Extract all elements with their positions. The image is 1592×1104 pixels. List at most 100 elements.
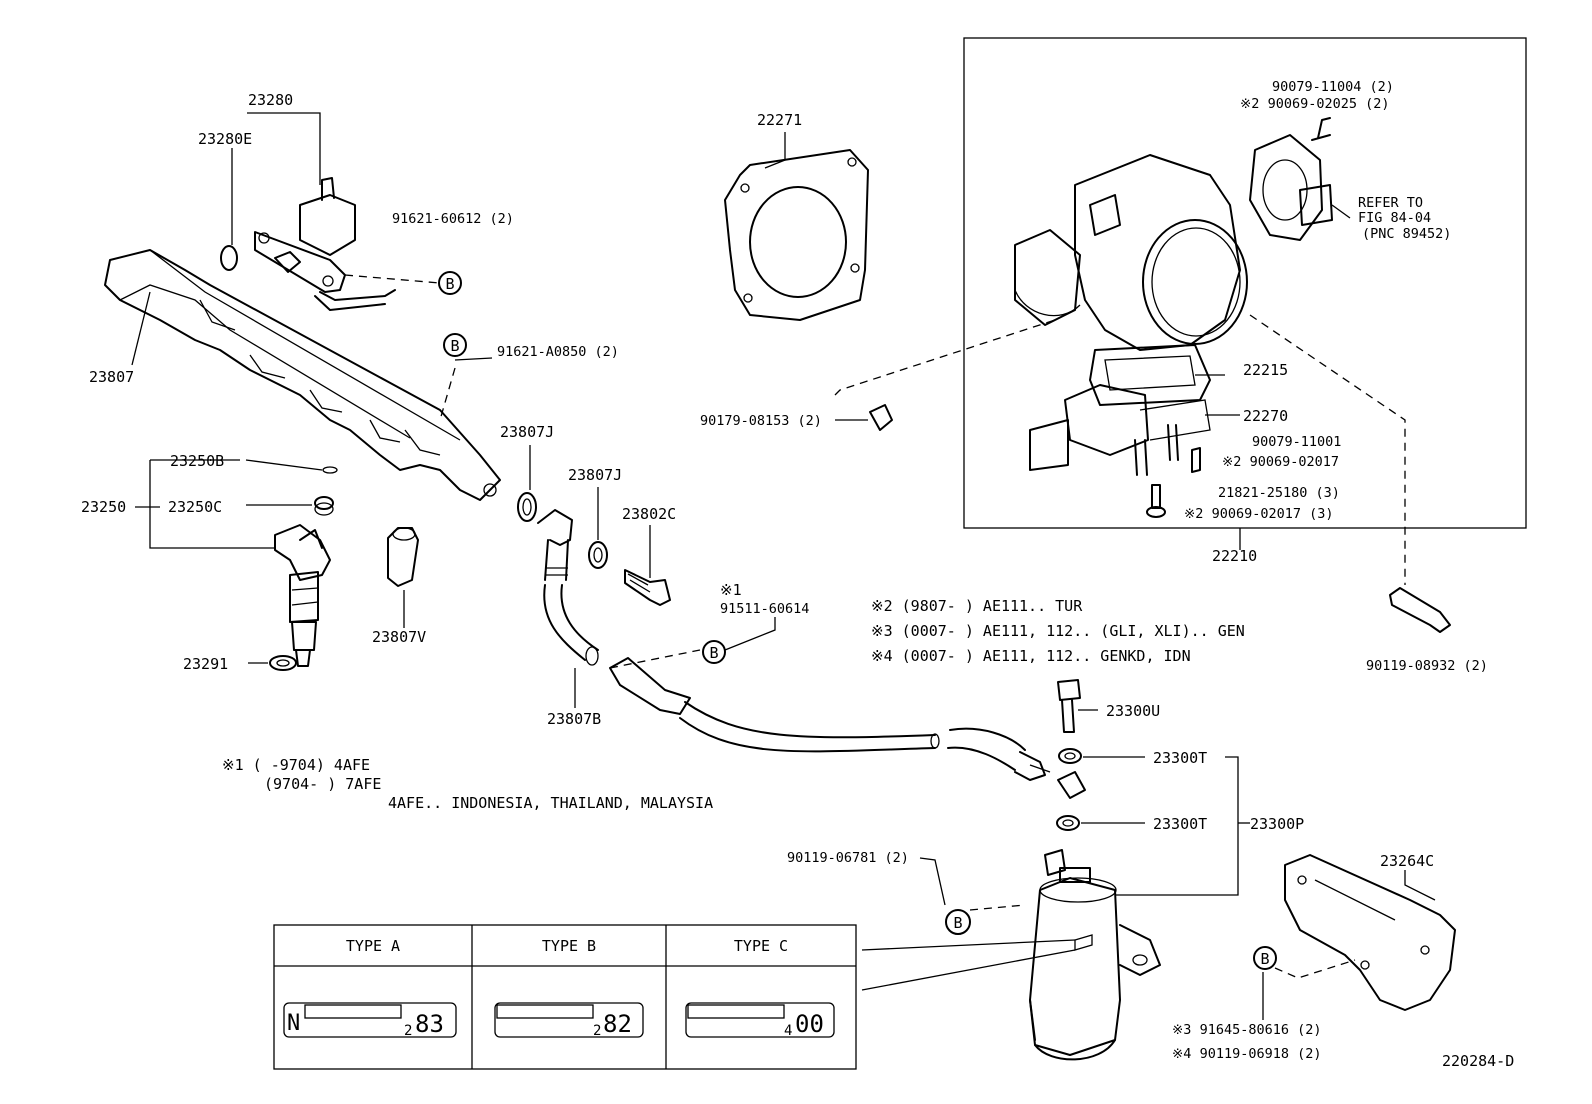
bolt-marker-text: B — [1260, 950, 1269, 968]
label-90119-06781: 90119-06781 (2) — [787, 850, 909, 866]
o-ring-23280E — [220, 245, 238, 271]
throttle-position-sensor — [1249, 134, 1333, 241]
label-23300P: 23300P — [1250, 815, 1304, 833]
label-23250B: 23250B — [170, 452, 224, 470]
fuel-filter-23300P — [1029, 849, 1161, 1061]
screw-90069-02025 — [1311, 117, 1331, 141]
label-23250: 23250 — [81, 498, 126, 516]
pressure-regulator — [254, 177, 396, 311]
type-b-badge: 2 82 — [494, 1002, 644, 1039]
gasket-22271 — [724, 149, 869, 321]
type-b-code: 82 — [603, 1010, 632, 1038]
label-22210: 22210 — [1212, 547, 1257, 565]
type-b-header: TYPE B — [542, 937, 596, 955]
label-91511-60614: 91511-60614 — [720, 601, 809, 617]
gasket-23807J-b — [588, 541, 608, 569]
label-90179-08153: 90179-08153 (2) — [700, 413, 822, 429]
throttle-body-box — [963, 37, 1527, 529]
type-c-code: 00 — [795, 1010, 824, 1038]
type-table: TYPE A TYPE B TYPE C N 2 83 2 82 4 00 — [273, 924, 857, 1070]
bolt-21821-25180 — [1146, 484, 1166, 518]
label-91621-A0850: 91621-A0850 (2) — [497, 344, 619, 360]
label-refer-line-3: (PNC 89452) — [1362, 226, 1451, 242]
banjo-fitting — [1057, 771, 1086, 799]
label-91621-60612: 91621-60612 (2) — [392, 211, 514, 227]
label-90079-11004: 90079-11004 (2) — [1272, 79, 1394, 95]
throttle-body — [1014, 154, 1248, 476]
bolt-marker-3: B — [702, 640, 726, 664]
type-a-badge: N 2 83 — [283, 1002, 457, 1039]
label-90119-06918: ※4 90119-06918 (2) — [1172, 1046, 1321, 1062]
label-22215: 22215 — [1243, 361, 1288, 379]
type-a-prefix: N — [287, 1011, 300, 1036]
injector-23250 — [274, 524, 331, 667]
gasket-23300T-b — [1056, 815, 1080, 831]
label-23264C: 23264C — [1380, 852, 1434, 870]
label-90069-02025: ※2 90069-02025 (2) — [1240, 96, 1389, 112]
bolt-marker-text: B — [450, 337, 459, 355]
label-90069-02017-a: ※2 90069-02017 — [1222, 454, 1339, 470]
type-c-badge: 4 00 — [685, 1002, 835, 1039]
note-1-line-2: (9704- ) 7AFE — [264, 775, 381, 793]
label-refer-line-1: REFER TO — [1358, 195, 1423, 211]
label-note-mark-1: ※1 — [720, 581, 742, 599]
bolt-marker-5: B — [1253, 946, 1277, 970]
cap-23250C — [314, 496, 334, 516]
applicability-notes: ※2 (9807- ) AE111.. TUR ※3 (0007- ) AE11… — [222, 597, 1245, 812]
bolt-marker-1: B — [438, 271, 462, 295]
spacer-23807V — [387, 527, 419, 587]
union-bolt-23802C — [624, 569, 671, 606]
label-23300T-a: 23300T — [1153, 749, 1207, 767]
bolt-90119-08932 — [1389, 587, 1451, 633]
seal-23250B — [322, 466, 338, 474]
bracket-23264C — [1284, 854, 1456, 1011]
bolt-marker-2: B — [443, 333, 467, 357]
label-22271: 22271 — [757, 111, 802, 129]
label-23802C: 23802C — [622, 505, 676, 523]
gasket-23300T-a — [1058, 748, 1082, 764]
label-23291: 23291 — [183, 655, 228, 673]
delivery-pipe-23807 — [104, 249, 501, 501]
insulator-23291 — [269, 655, 297, 671]
type-b-sub: 2 — [593, 1023, 601, 1039]
fuel-hose-23807B — [537, 509, 599, 666]
note-1-line-1: ※1 ( -9704) 4AFE — [222, 756, 370, 774]
label-23250C: 23250C — [168, 498, 222, 516]
label-21821-25180: 21821-25180 (3) — [1218, 485, 1340, 501]
label-23807V: 23807V — [372, 628, 426, 646]
label-90079-11001: 90079-11001 — [1252, 434, 1341, 450]
bolt-marker-text: B — [709, 644, 718, 662]
bolt-marker-text: B — [953, 914, 962, 932]
label-23807J-b: 23807J — [568, 466, 622, 484]
label-23300U: 23300U — [1106, 702, 1160, 720]
label-90069-02017-b: ※2 90069-02017 (3) — [1184, 506, 1333, 522]
type-a-sub: 2 — [404, 1023, 412, 1039]
bolt-90179-08153 — [869, 404, 893, 431]
label-refer-line-2: FIG 84-04 — [1358, 210, 1431, 226]
note-3: ※3 (0007- ) AE111, 112.. (GLI, XLI).. GE… — [871, 622, 1245, 640]
bolt-marker-text: B — [445, 275, 454, 293]
type-c-header: TYPE C — [734, 937, 788, 955]
type-a-code: 83 — [415, 1010, 444, 1038]
label-22270: 22270 — [1243, 407, 1288, 425]
type-c-sub: 4 — [784, 1023, 792, 1039]
note-4: ※4 (0007- ) AE111, 112.. GENKD, IDN — [871, 647, 1191, 665]
label-23807: 23807 — [89, 368, 134, 386]
note-2: ※2 (9807- ) AE111.. TUR — [871, 597, 1083, 615]
screw-90069-02017 — [1191, 447, 1201, 473]
label-23807B: 23807B — [547, 710, 601, 728]
diagram-id: 220284-D — [1442, 1052, 1514, 1070]
fuel-pipe — [609, 657, 1051, 781]
note-1-line-3: 4AFE.. INDONESIA, THAILAND, MALAYSIA — [388, 794, 713, 812]
type-a-header: TYPE A — [346, 937, 400, 955]
dashed-leaders — [344, 274, 1406, 979]
label-23300T-b: 23300T — [1153, 815, 1207, 833]
label-91645-80616: ※3 91645-80616 (2) — [1172, 1022, 1321, 1038]
label-23280E: 23280E — [198, 130, 252, 148]
gasket-23807J-a — [517, 492, 537, 522]
bolt-marker-4: B — [945, 909, 971, 935]
label-90119-08932: 90119-08932 (2) — [1366, 658, 1488, 674]
label-23807J-a: 23807J — [500, 423, 554, 441]
